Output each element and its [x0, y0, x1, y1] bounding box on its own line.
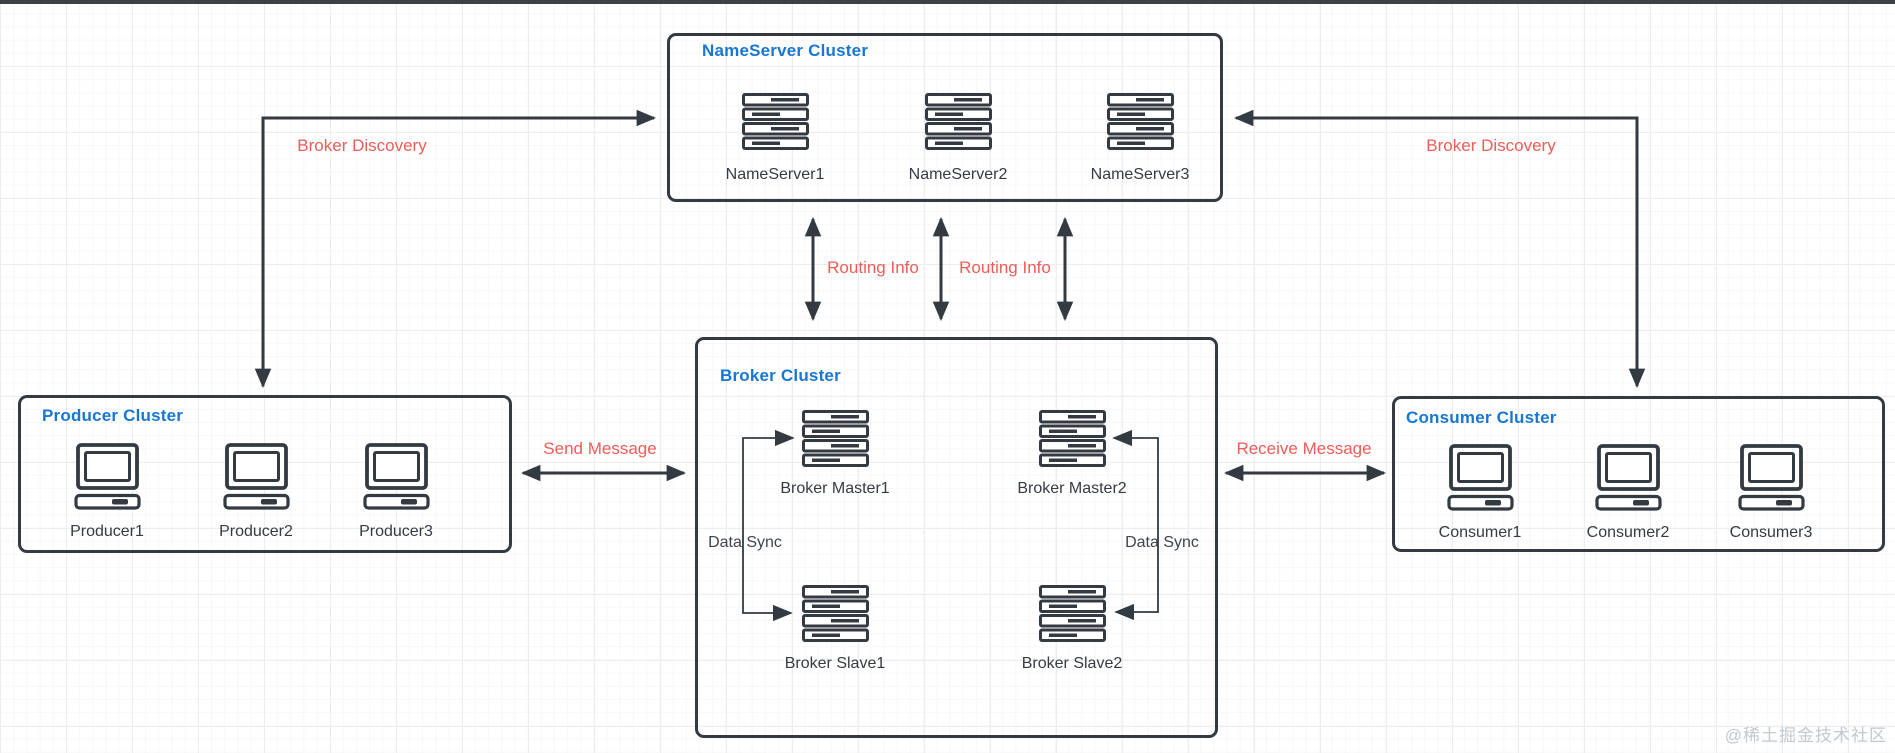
- node-consumer3: Consumer3: [1691, 444, 1851, 542]
- window-top-edge: [0, 0, 1895, 4]
- computer-icon: [74, 443, 141, 510]
- consumer-cluster-title: Consumer Cluster: [1406, 408, 1557, 427]
- server-icon: [1039, 410, 1106, 467]
- node-broker-master1: Broker Master1: [755, 410, 915, 498]
- node-label: Broker Master1: [780, 480, 890, 497]
- node-consumer2: Consumer2: [1548, 444, 1708, 542]
- server-icon: [1107, 93, 1174, 150]
- server-icon: [1039, 585, 1106, 642]
- data-sync-left-label: Data Sync: [708, 534, 782, 551]
- edge-broker-discovery-right: [1233, 109, 1646, 389]
- node-label: Producer1: [70, 523, 144, 540]
- server-icon: [802, 585, 869, 642]
- node-producer2: Producer2: [176, 443, 336, 541]
- broker-cluster-title: Broker Cluster: [720, 366, 841, 385]
- watermark-text: @稀土掘金技术社区: [1724, 726, 1887, 745]
- computer-icon: [223, 443, 290, 510]
- nameserver-cluster-title: NameServer Cluster: [702, 41, 869, 60]
- node-producer3: Producer3: [316, 443, 476, 541]
- server-icon: [742, 93, 809, 150]
- node-broker-slave2: Broker Slave2: [992, 585, 1152, 673]
- producer-cluster-box: [18, 395, 512, 553]
- send-message-label: Send Message: [543, 439, 657, 458]
- node-broker-master2: Broker Master2: [992, 410, 1152, 498]
- node-label: NameServer3: [1090, 166, 1190, 183]
- data-sync-right-label: Data Sync: [1125, 534, 1199, 551]
- computer-icon: [1738, 444, 1805, 511]
- edge-broker-discovery-left: [254, 109, 657, 389]
- producer-cluster-title: Producer Cluster: [42, 406, 184, 425]
- computer-icon: [363, 443, 430, 510]
- server-icon: [802, 410, 869, 467]
- broker-discovery-right-label: Broker Discovery: [1426, 136, 1556, 155]
- routing-info-left-label: Routing Info: [827, 258, 919, 277]
- consumer-cluster-box: [1392, 396, 1885, 552]
- node-nameserver1: NameServer1: [695, 93, 855, 184]
- node-label: Consumer1: [1438, 524, 1522, 541]
- receive-message-label: Receive Message: [1236, 439, 1372, 458]
- node-label: NameServer2: [908, 166, 1008, 183]
- node-consumer1: Consumer1: [1400, 444, 1560, 542]
- nameserver-cluster-box: [667, 33, 1223, 202]
- node-label: Broker Master2: [1017, 480, 1127, 497]
- computer-icon: [1447, 444, 1514, 511]
- node-label: Producer2: [219, 523, 293, 540]
- node-broker-slave1: Broker Slave1: [755, 585, 915, 673]
- computer-icon: [1595, 444, 1662, 511]
- broker-discovery-left-label: Broker Discovery: [297, 136, 427, 155]
- node-label: Consumer3: [1729, 524, 1813, 541]
- node-label: Producer3: [359, 523, 433, 540]
- node-label: Consumer2: [1586, 524, 1670, 541]
- node-nameserver3: NameServer3: [1060, 93, 1220, 184]
- node-label: NameServer1: [725, 166, 825, 183]
- edge-data-sync-left: [742, 429, 795, 622]
- edge-data-sync-right: [1112, 429, 1159, 621]
- server-icon: [925, 93, 992, 150]
- node-label: Broker Slave2: [1021, 655, 1123, 672]
- node-nameserver2: NameServer2: [878, 93, 1038, 184]
- routing-info-right-label: Routing Info: [959, 258, 1051, 277]
- broker-cluster-box: [695, 337, 1218, 738]
- node-producer1: Producer1: [27, 443, 187, 541]
- node-label: Broker Slave1: [784, 655, 886, 672]
